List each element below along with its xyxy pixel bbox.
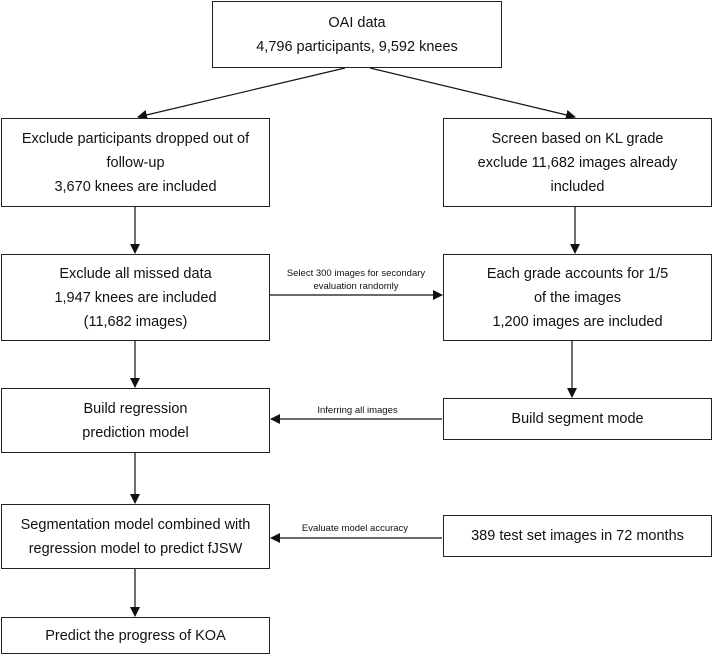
oai-line-2: 4,796 participants, 9,592 knees (256, 38, 458, 55)
screen-kl-box: Screen based on KL grade exclude 11,682 … (443, 118, 712, 207)
evaluate-label: Evaluate model accuracy (301, 523, 409, 534)
arrow-oai-to-screen-kl (369, 67, 576, 120)
exclude-dropped-line-3: 3,670 knees are included (54, 178, 217, 195)
each-grade-line-3: 1,200 images are included (492, 313, 663, 330)
exclude-dropped-box: Exclude participants dropped out of foll… (1, 118, 270, 207)
build-segment-box: Build segment mode (443, 398, 712, 440)
build-regression-box: Build regression prediction model (1, 388, 270, 453)
oai-data-box: OAI data 4,796 participants, 9,592 knees (212, 1, 502, 68)
segmentation-combined-line-2: regression model to predict fJSW (28, 540, 243, 557)
screen-kl-line-1: Screen based on KL grade (491, 130, 664, 147)
build-regression-line-2: prediction model (82, 424, 189, 441)
predict-koa-line-1: Predict the progress of KOA (45, 627, 226, 644)
test-set-line-1: 389 test set images in 72 months (471, 528, 684, 544)
exclude-missed-box: Exclude all missed data 1,947 knees are … (1, 254, 270, 341)
build-segment-line-1: Build segment mode (511, 411, 644, 427)
select-300-label: Select 300 images for secondary evaluati… (272, 267, 440, 293)
select-300-line-2: evaluation randomly (313, 281, 399, 292)
inferring-label: Inferring all images (317, 405, 398, 416)
exclude-missed-line-3: (11,682 images) (83, 313, 188, 330)
exclude-dropped-line-1: Exclude participants dropped out of (21, 130, 250, 147)
select-300-line-1: Select 300 images for secondary (286, 268, 426, 279)
screen-kl-line-3: included (550, 178, 605, 195)
exclude-dropped-line-2: follow-up (106, 154, 165, 171)
build-regression-line-1: Build regression (83, 400, 188, 417)
arrow-oai-to-exclude-dropped (137, 67, 346, 120)
each-grade-line-1: Each grade accounts for 1/5 (486, 265, 669, 282)
predict-koa-box: Predict the progress of KOA (1, 617, 270, 654)
each-grade-line-2: of the images (533, 289, 622, 306)
segmentation-combined-box: Segmentation model combined with regress… (1, 504, 270, 569)
segmentation-combined-line-1: Segmentation model combined with (20, 516, 251, 533)
each-grade-box: Each grade accounts for 1/5 of the image… (443, 254, 712, 341)
exclude-missed-line-1: Exclude all missed data (59, 265, 212, 282)
test-set-box: 389 test set images in 72 months (443, 515, 712, 557)
screen-kl-line-2: exclude 11,682 images already (477, 154, 678, 171)
oai-line-1: OAI data (328, 14, 386, 31)
exclude-missed-line-2: 1,947 knees are included (54, 289, 217, 306)
